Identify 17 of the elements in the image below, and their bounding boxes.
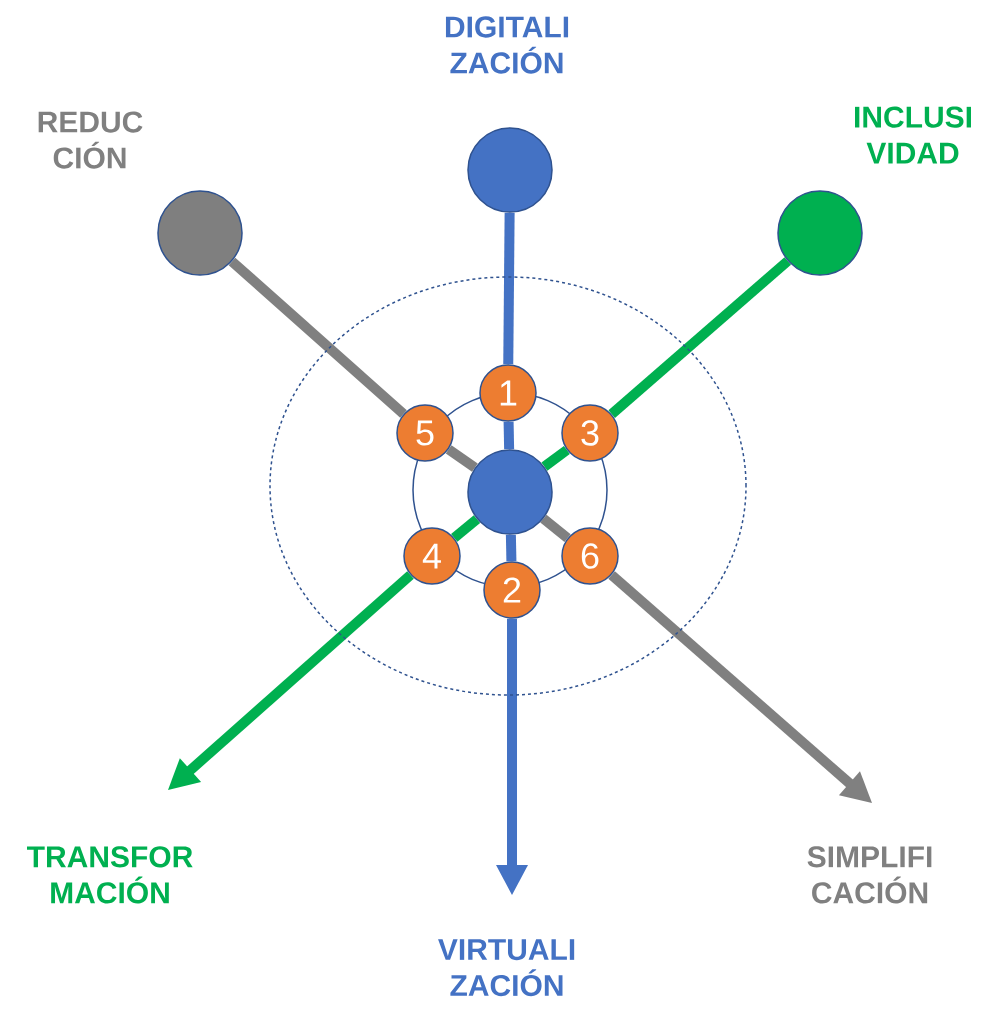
number-badge: 5 [396,404,454,462]
axis-label: INCLUSI VIDAD [855,106,971,164]
arrow [168,571,414,790]
number-badge: 3 [561,404,619,462]
arrow [608,571,872,803]
number-badge: 4 [403,527,461,585]
axis-label: SIMPLIFI CACIÓN [807,846,932,904]
number-badge: 6 [561,527,619,585]
axis-label: TRANSFOR MACIÓN [27,846,193,904]
axis-label: VIRTUALI ZACIÓN [438,939,575,997]
axis-label: DIGITALI ZACIÓN [445,16,569,74]
axis-label: REDUC CIÓN [38,111,143,169]
circle [467,449,553,535]
arrow [496,618,528,895]
number-badge: 2 [483,561,541,619]
dashed-ellipse [269,276,747,696]
number-badge: 1 [479,364,537,422]
